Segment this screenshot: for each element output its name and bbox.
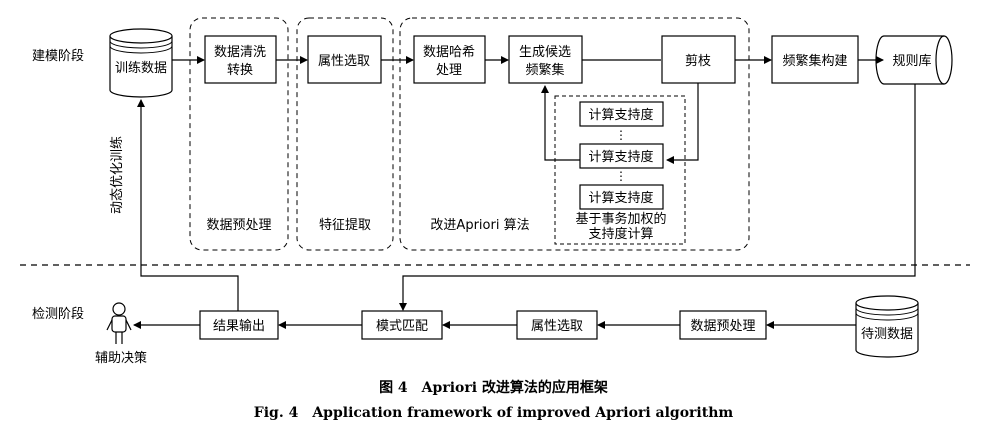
gen-candidates-line2: 频繁集 [525, 62, 564, 78]
group-weighted-support [554, 95, 686, 245]
support-calc-label-3: 计算支持度 [588, 190, 653, 206]
clean-convert-line2: 转换 [227, 63, 253, 78]
gen-candidates-line1: 生成候选 [519, 45, 571, 60]
group-improved-apriori [399, 17, 750, 251]
prune-label: 剪枝 [685, 53, 711, 69]
stage-label-modeling: 建模阶段 [32, 49, 84, 64]
prune-box: 剪枝 [661, 35, 736, 84]
weighted-support-line2: 支持度计算 [588, 226, 653, 242]
support-calc-box-3: 计算支持度 [579, 184, 664, 210]
training-data-cylinder: 训练数据 [109, 28, 173, 98]
group-label-preprocess: 数据预处理 [206, 218, 271, 233]
test-data-label: 待测数据 [861, 327, 913, 342]
group-feature-extract [296, 17, 394, 251]
result-output-label: 结果输出 [213, 318, 265, 334]
gen-candidates-box: 生成候选 频繁集 [508, 35, 583, 84]
freq-build-box: 频繁集构建 [771, 35, 859, 84]
clean-convert-box: 数据清洗 转换 [204, 35, 277, 84]
support-calc-label-2: 计算支持度 [588, 149, 653, 165]
attr-select-bottom-label: 属性选取 [531, 319, 583, 334]
attr-select-top-box: 属性选取 [307, 35, 382, 84]
rule-base-label: 规则库 [892, 53, 931, 69]
figure-caption-cn: 图 4 Apriori 改进算法的应用框架 [379, 380, 608, 396]
feedback-label: 动态优化训练 [110, 136, 125, 214]
support-ellipsis-1: ⋮ [615, 128, 627, 142]
group-label-feature-extract: 特征提取 [319, 217, 371, 233]
decision-aid-label: 辅助决策 [95, 350, 147, 366]
figure-caption-en: Fig. 4 Application framework of improved… [253, 405, 734, 421]
preprocess-bottom-label: 数据预处理 [690, 319, 755, 334]
rule-base-cylinder: 规则库 [875, 35, 953, 85]
weighted-support-line1: 基于事务加权的 [575, 211, 666, 227]
hash-process-box: 数据哈希 处理 [413, 35, 486, 84]
person-icon [106, 302, 132, 344]
pattern-match-box: 模式匹配 [361, 310, 443, 340]
training-data-label: 训练数据 [115, 61, 167, 76]
attr-select-top-label: 属性选取 [318, 54, 370, 69]
support-ellipsis-2: ⋮ [615, 169, 627, 183]
result-output-box: 结果输出 [199, 310, 279, 340]
hash-process-line1: 数据哈希 [423, 45, 475, 60]
freq-build-label: 频繁集构建 [782, 53, 847, 69]
top-flow-arrows [137, 56, 916, 311]
pattern-match-label: 模式匹配 [376, 319, 428, 334]
group-preprocess [189, 17, 289, 251]
support-calc-box-1: 计算支持度 [579, 101, 664, 127]
group-label-improved-apriori: 改进Apriori 算法 [430, 218, 529, 233]
clean-convert-line1: 数据清洗 [214, 45, 266, 60]
hash-process-line2: 处理 [436, 63, 462, 78]
attr-select-bottom-box: 属性选取 [516, 310, 598, 340]
support-calc-box-2: 计算支持度 [579, 143, 664, 169]
test-data-cylinder: 待测数据 [855, 295, 919, 358]
support-calc-label-1: 计算支持度 [588, 107, 653, 123]
stage-label-detection: 检测阶段 [32, 307, 84, 322]
preprocess-bottom-box: 数据预处理 [679, 310, 767, 340]
